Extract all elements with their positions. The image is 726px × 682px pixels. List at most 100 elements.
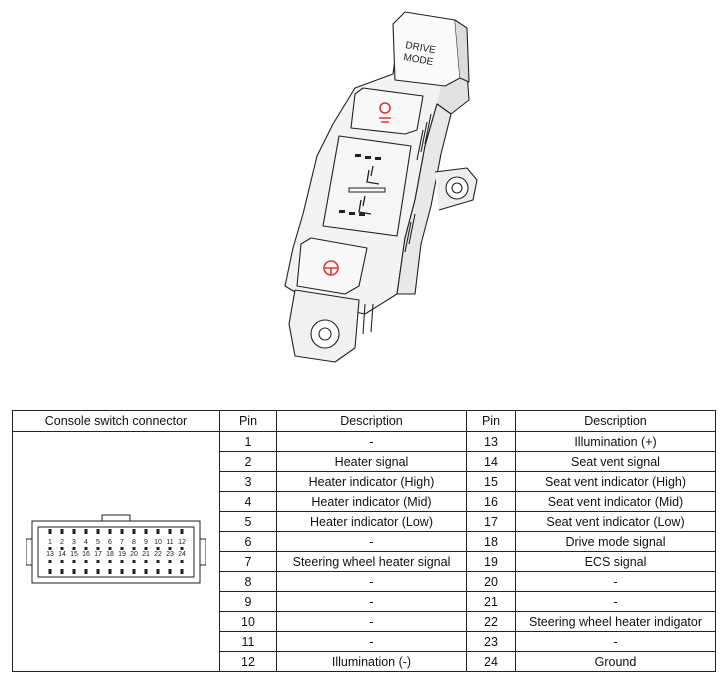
pin-number-left: 6 bbox=[219, 531, 277, 552]
pin-table: Console switch connector Pin Description… bbox=[12, 410, 716, 672]
pin-number-right: 18 bbox=[466, 531, 516, 552]
pin-number-right: 16 bbox=[466, 491, 516, 512]
connector-pin-number: 18 bbox=[106, 551, 114, 558]
connector-pin-number: 13 bbox=[46, 551, 54, 558]
connector-pin-number: 5 bbox=[96, 539, 100, 546]
connector-pin bbox=[96, 559, 100, 563]
header-description-left: Description bbox=[276, 410, 467, 432]
table-row: 3 Heater indicator (High) 15 Seat vent i… bbox=[13, 471, 716, 492]
table-row: 8 - 20 - bbox=[13, 571, 716, 592]
connector-latch-tooth bbox=[48, 568, 52, 574]
pin-number-right: 15 bbox=[466, 471, 516, 492]
pin-number-left: 3 bbox=[219, 471, 277, 492]
header-connector: Console switch connector bbox=[12, 410, 220, 432]
pin-number-left: 10 bbox=[219, 611, 277, 632]
connector-pin bbox=[144, 559, 148, 563]
connector-pin bbox=[156, 546, 160, 550]
pin-description-left: Heater signal bbox=[276, 451, 467, 472]
pin-number-right: 21 bbox=[466, 591, 516, 612]
table-row: 9 - 21 - bbox=[13, 591, 716, 612]
pin-description-right: ECS signal bbox=[515, 551, 716, 572]
connector-pin bbox=[168, 559, 172, 563]
pin-number-right: 22 bbox=[466, 611, 516, 632]
pin-number-left: 11 bbox=[219, 631, 277, 652]
connector-latch-tooth bbox=[60, 568, 64, 574]
connector-latch-tooth bbox=[144, 528, 148, 534]
connector-latch-tooth bbox=[132, 528, 136, 534]
pin-number-right: 20 bbox=[466, 571, 516, 592]
pin-description-left: - bbox=[276, 591, 467, 612]
connector-pin-number: 17 bbox=[94, 551, 102, 558]
connector-pin bbox=[120, 559, 124, 563]
connector-pin bbox=[60, 546, 64, 550]
header-pin-left: Pin bbox=[219, 410, 277, 432]
pin-number-left: 2 bbox=[219, 451, 277, 472]
connector-latch-tooth bbox=[72, 528, 76, 534]
connector-pin-number: 20 bbox=[130, 551, 138, 558]
connector-pin-number: 22 bbox=[154, 551, 162, 558]
pin-description-left: - bbox=[276, 611, 467, 632]
drive-mode-label-line1: DRIVE bbox=[404, 40, 436, 56]
connector-latch-tooth bbox=[168, 568, 172, 574]
connector-latch-tooth bbox=[108, 568, 112, 574]
pin-description-right: Ground bbox=[515, 651, 716, 672]
header-pin-right: Pin bbox=[466, 410, 516, 432]
connector-latch-tooth bbox=[156, 528, 160, 534]
connector-pin bbox=[48, 546, 52, 550]
connector-latch-tooth bbox=[96, 568, 100, 574]
connector-latch-tooth bbox=[108, 528, 112, 534]
connector-pin bbox=[84, 559, 88, 563]
connector-pin bbox=[180, 559, 184, 563]
connector-pin-number: 6 bbox=[108, 539, 112, 546]
pin-number-left: 7 bbox=[219, 551, 277, 572]
connector-pin-number: 24 bbox=[178, 551, 186, 558]
table-row: 12 Illumination (-) 24 Ground bbox=[13, 651, 716, 672]
drive-mode-label-line2: MODE bbox=[402, 52, 434, 68]
connector-pin bbox=[156, 559, 160, 563]
connector-pin-number: 15 bbox=[70, 551, 78, 558]
pin-description-right: Seat vent indicator (Mid) bbox=[515, 491, 716, 512]
connector-pin bbox=[180, 546, 184, 550]
pin-description-right: Drive mode signal bbox=[515, 531, 716, 552]
connector-pin-number: 21 bbox=[142, 551, 150, 558]
seat-vent-icon bbox=[358, 195, 372, 215]
connector-pin-number: 9 bbox=[144, 539, 148, 546]
steering-heater-button bbox=[296, 237, 368, 295]
pin-number-left: 1 bbox=[219, 431, 277, 452]
pin-number-left: 8 bbox=[219, 571, 277, 592]
connector-pin bbox=[48, 559, 52, 563]
pin-number-right: 19 bbox=[466, 551, 516, 572]
pin-number-left: 12 bbox=[219, 651, 277, 672]
pin-description-right: - bbox=[515, 571, 716, 592]
connector-pin bbox=[72, 546, 76, 550]
connector-pin-number: 4 bbox=[84, 539, 88, 546]
table-header-row: Console switch connector Pin Description… bbox=[12, 410, 716, 432]
steering-wheel-heater-icon bbox=[323, 260, 339, 276]
connector-latch-tooth bbox=[144, 568, 148, 574]
connector-pin bbox=[144, 546, 148, 550]
connector-pin bbox=[132, 559, 136, 563]
connector-pin-number: 2 bbox=[60, 539, 64, 546]
table-row: 4 Heater indicator (Mid) 16 Seat vent in… bbox=[13, 491, 716, 512]
connector-pin-number: 8 bbox=[132, 539, 136, 546]
connector-pin bbox=[108, 559, 112, 563]
connector-pin-number: 12 bbox=[178, 539, 186, 546]
pin-description-right: Steering wheel heater indigator bbox=[515, 611, 716, 632]
connector-pin-number: 1 bbox=[48, 539, 52, 546]
header-description-right: Description bbox=[515, 410, 716, 432]
connector-pin-number: 16 bbox=[82, 551, 90, 558]
connector-pin bbox=[84, 546, 88, 550]
connector-latch-tooth bbox=[48, 528, 52, 534]
connector-pin-number: 14 bbox=[58, 551, 66, 558]
pin-description-left: Steering wheel heater signal bbox=[276, 551, 467, 572]
pin-number-right: 23 bbox=[466, 631, 516, 652]
connector-latch-tooth bbox=[84, 528, 88, 534]
connector-pin-number: 19 bbox=[118, 551, 126, 558]
pin-description-right: Illumination (+) bbox=[515, 431, 716, 452]
connector-pin bbox=[96, 546, 100, 550]
connector-pin bbox=[60, 559, 64, 563]
connector-latch-tooth bbox=[96, 528, 100, 534]
